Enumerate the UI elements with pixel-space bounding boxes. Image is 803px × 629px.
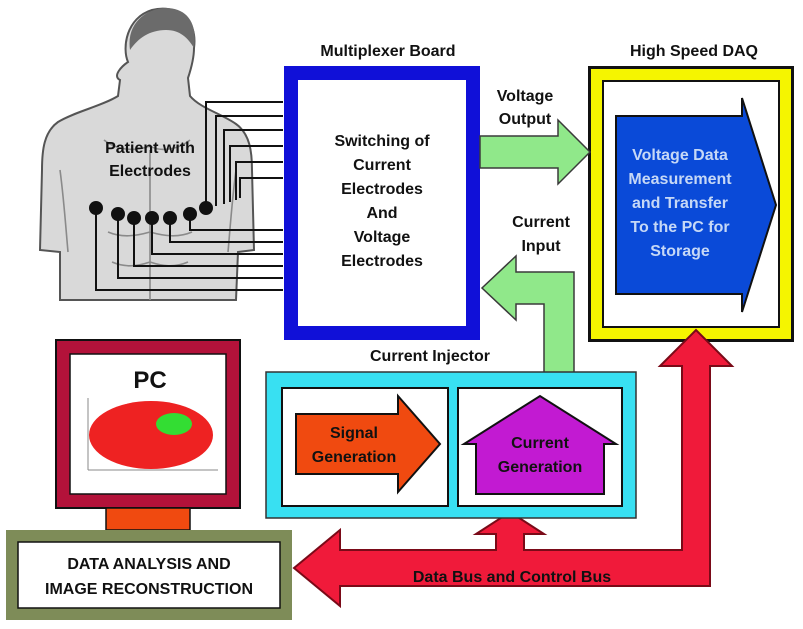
electrode (163, 211, 177, 225)
current-label-line1: Current (511, 435, 569, 452)
current-label-line2: Generation (498, 459, 582, 476)
bus-arrow-shape (292, 328, 735, 609)
signal-label-line2: Generation (312, 449, 396, 466)
pc-monitor (55, 339, 241, 531)
pc-label: PC (133, 367, 166, 394)
multiplexer-text: Switching of Current Electrodes And Volt… (334, 133, 430, 270)
reconstruction-region (89, 401, 213, 469)
electrode (89, 201, 103, 215)
multiplexer-inner (298, 80, 466, 326)
multiplexer-title: Multiplexer Board (320, 43, 455, 60)
daq-line: and Transfer (632, 195, 728, 212)
daq-text: Voltage Data Measurement and Transfer To… (628, 147, 732, 260)
current-input-label-line2: Input (521, 238, 561, 255)
signal-generation-arrow (295, 393, 442, 495)
analysis-line1: DATA ANALYSIS AND (67, 556, 230, 573)
patient-label-line2: Electrodes (109, 163, 191, 180)
voltage-output-label-line2: Output (499, 111, 552, 128)
current-input-label-line1: Current (512, 214, 570, 231)
electrode-dots (89, 201, 213, 225)
patient-label-line1: Patient with (105, 140, 195, 157)
electrode (183, 207, 197, 221)
daq-title: High Speed DAQ (630, 43, 758, 60)
reconstruction-anomaly (156, 413, 192, 435)
current-generation-arrow (460, 394, 620, 495)
multiplexer-line: And (366, 205, 397, 222)
injector-title: Current Injector (370, 348, 490, 365)
daq-line: To the PC for (630, 219, 729, 236)
electrode (127, 211, 141, 225)
data-control-bus (292, 328, 735, 609)
multiplexer-line: Switching of (334, 133, 430, 150)
analysis-line2: IMAGE RECONSTRUCTION (45, 581, 253, 598)
multiplexer-line: Electrodes (341, 253, 423, 270)
voltage-output-arrow (479, 118, 592, 186)
daq-line: Voltage Data (632, 147, 728, 164)
electrode (199, 201, 213, 215)
daq-line: Measurement (628, 171, 732, 188)
voltage-output-label-line1: Voltage (497, 88, 554, 105)
electrode (145, 211, 159, 225)
multiplexer-line: Electrodes (341, 181, 423, 198)
daq-arrow (615, 97, 778, 313)
multiplexer-line: Voltage (354, 229, 411, 246)
bus-label: Data Bus and Control Bus (413, 569, 611, 586)
patient-hair (129, 8, 195, 50)
multiplexer-line: Current (353, 157, 411, 174)
analysis-inner (17, 541, 281, 609)
daq-line: Storage (650, 243, 710, 260)
current-input-arrow (480, 254, 575, 377)
signal-label-line1: Signal (330, 425, 378, 442)
pc-stand (105, 507, 191, 531)
electrode (111, 207, 125, 221)
